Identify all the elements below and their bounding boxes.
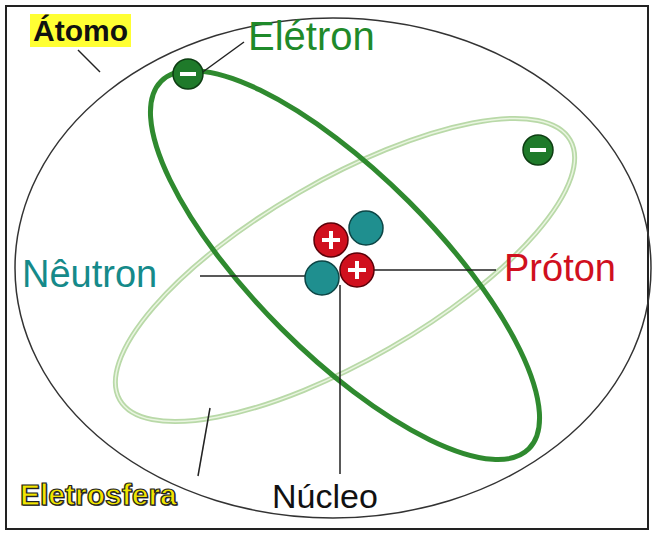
leader-line	[198, 408, 210, 476]
atom-boundary	[15, 18, 651, 518]
electron	[173, 59, 203, 89]
proton	[340, 253, 374, 287]
electrosphere-label: Eletrosfera	[20, 478, 177, 511]
frame	[6, 6, 648, 529]
nucleus-label: Núcleo	[272, 478, 378, 515]
atom-label: Átomo	[30, 14, 131, 47]
proton	[314, 223, 348, 257]
leader-line	[78, 50, 100, 72]
leader-line	[372, 269, 496, 271]
leader-line	[200, 275, 308, 277]
leader-line	[339, 285, 341, 474]
neutron-label: Nêutron	[22, 254, 157, 296]
electron-label: Elétron	[248, 14, 375, 58]
neutron	[305, 261, 339, 295]
leader-line	[200, 42, 244, 74]
electron	[523, 135, 553, 165]
proton-label: Próton	[504, 248, 616, 290]
neutron	[349, 211, 383, 245]
